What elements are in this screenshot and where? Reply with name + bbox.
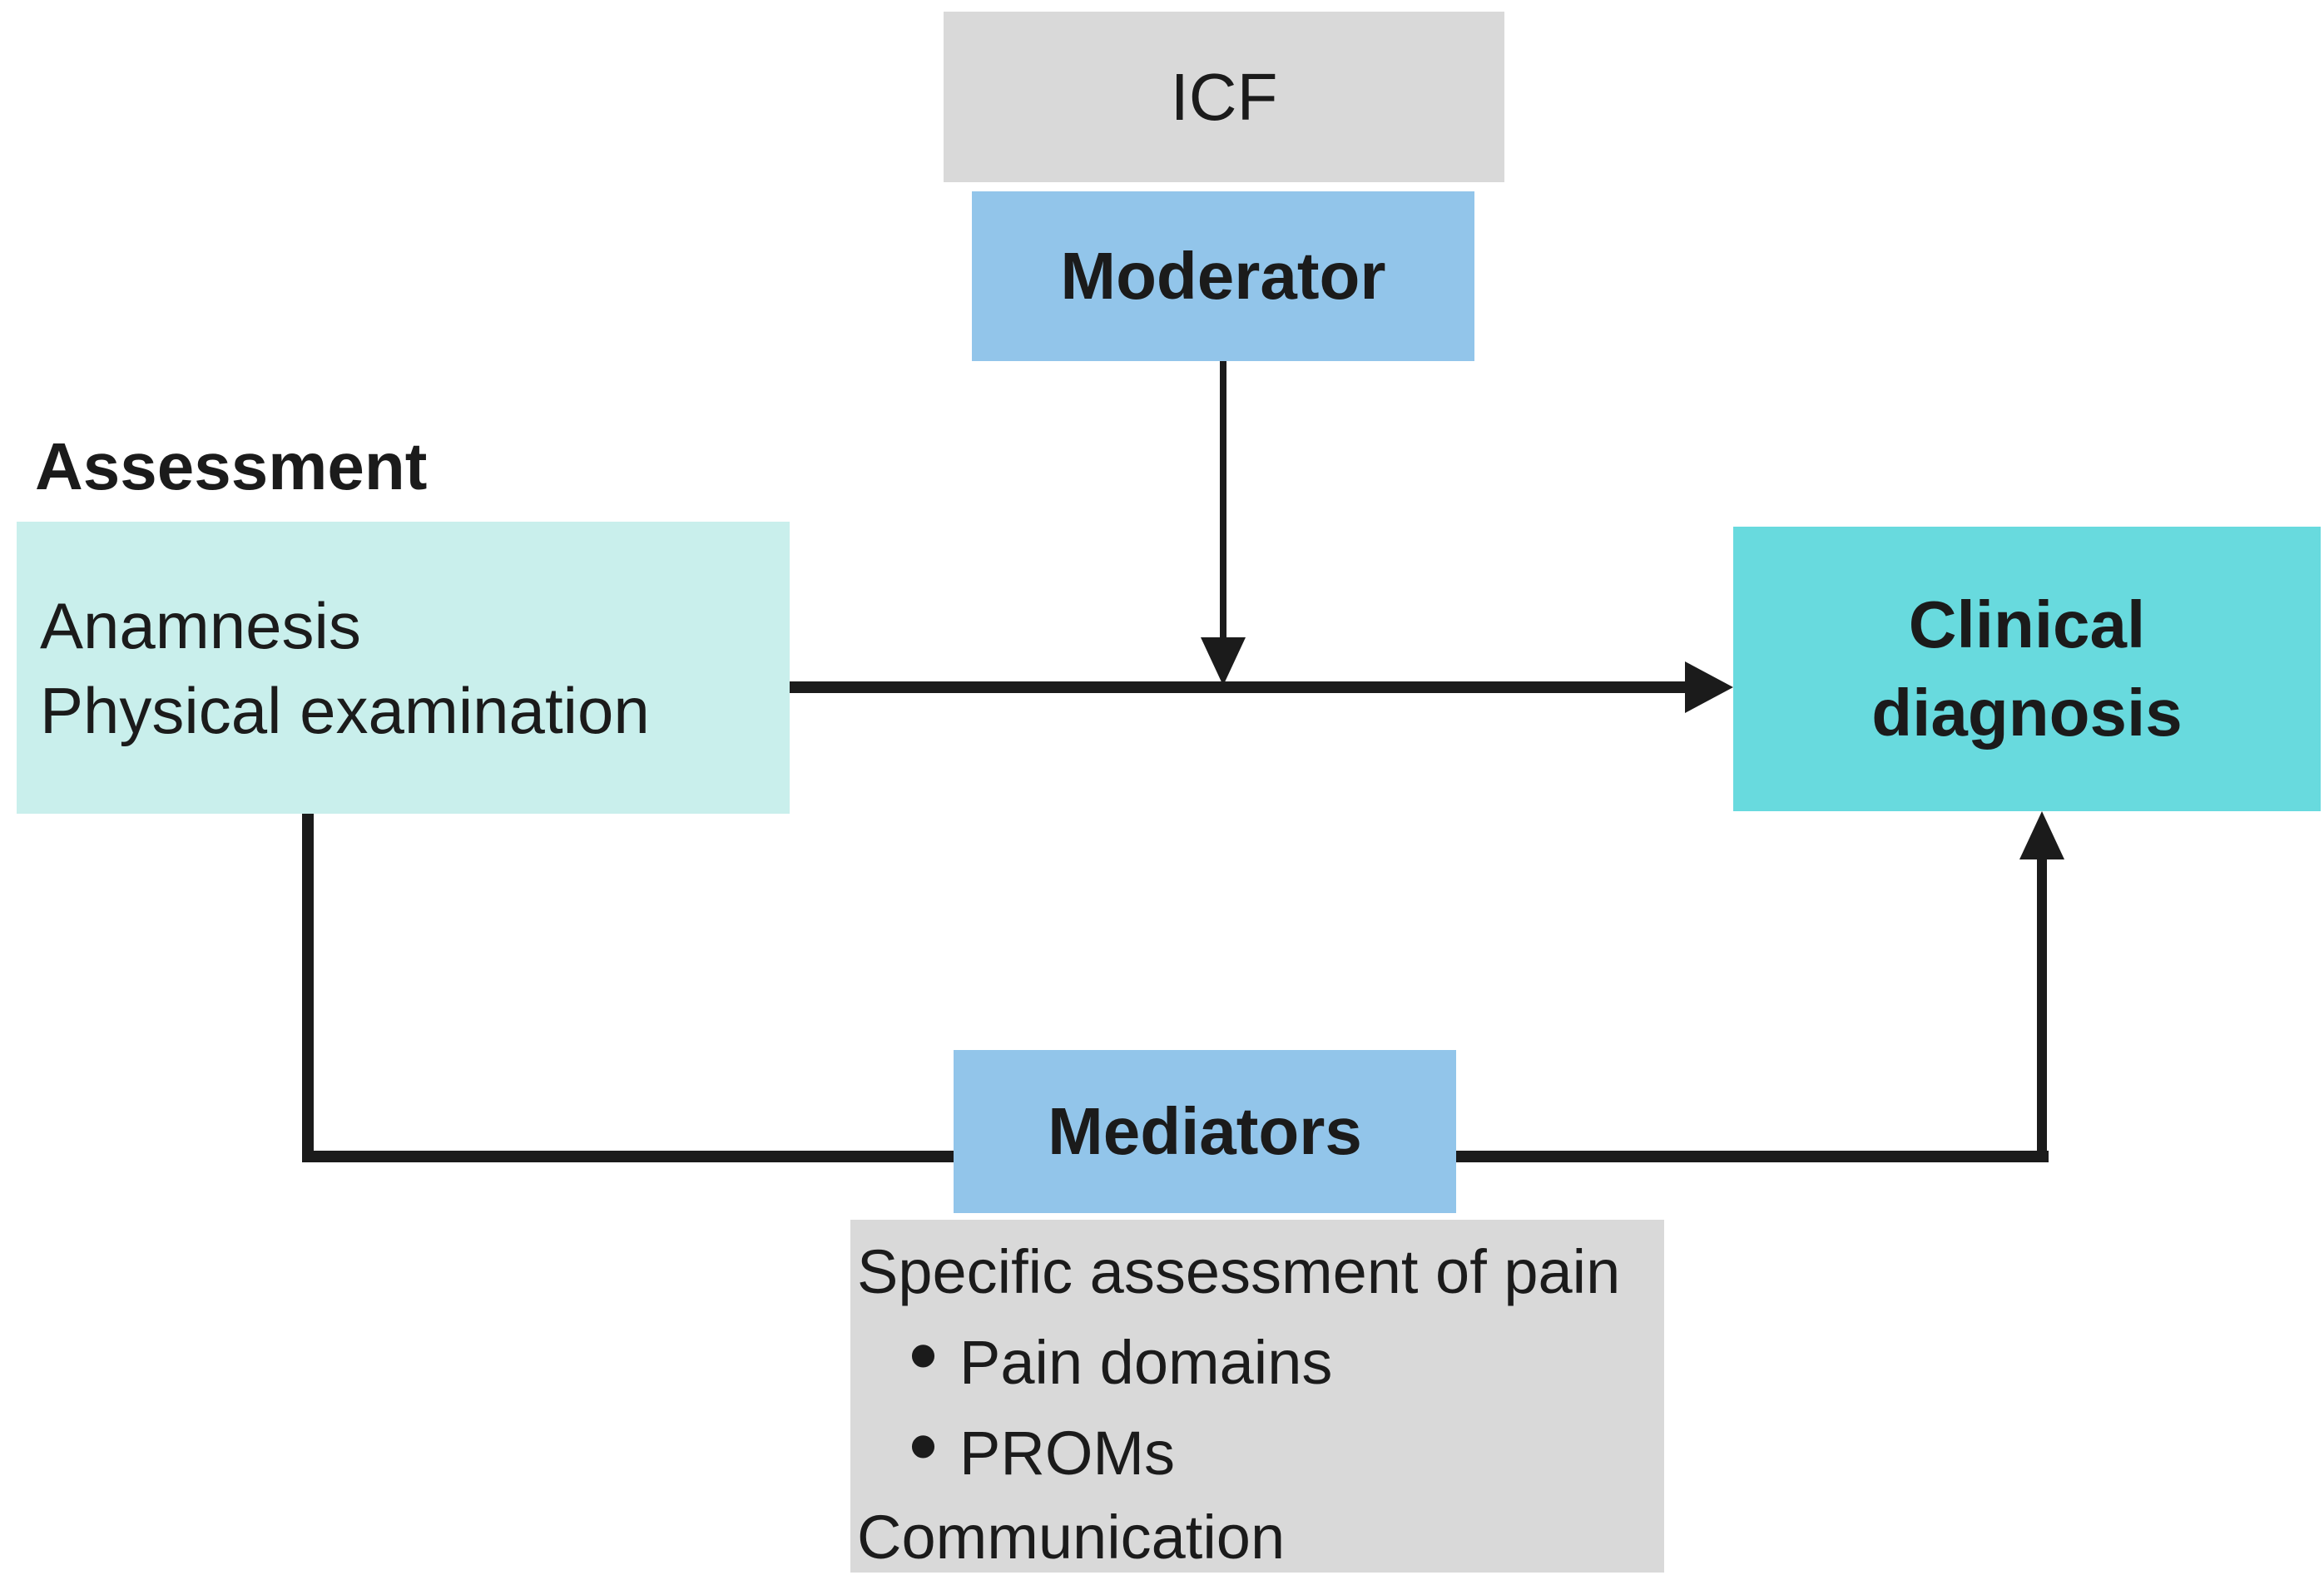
details-bullet-pain-domains: • Pain domains	[909, 1314, 1332, 1404]
assessment-line-anamnesis: Anamnesis	[40, 588, 361, 662]
clinical-diagnosis-line1: Clinical	[1908, 587, 2146, 661]
assessment-node: Anamnesis Physical examination	[17, 522, 790, 814]
assessment-to-diagnosis-arrowhead-right-icon	[1685, 661, 1733, 713]
assessment-to-mediators-line-vertical	[302, 814, 314, 1162]
icf-node: ICF	[944, 12, 1504, 182]
assessment-to-mediators-line-horizontal	[302, 1151, 954, 1162]
assessment-to-diagnosis-arrow-line	[790, 681, 1685, 693]
mediators-label: Mediators	[1048, 1094, 1362, 1168]
clinical-diagnosis-line2: diagnosis	[1871, 676, 2183, 750]
mediators-node: Mediators	[954, 1050, 1456, 1213]
assessment-heading: Assessment	[35, 429, 428, 503]
mediators-to-diagnosis-line-vertical	[2037, 855, 2047, 1162]
details-line-communication: Communication	[857, 1503, 1286, 1572]
details-bullet-proms: • PROMs	[909, 1404, 1175, 1495]
mediators-to-diagnosis-line-horizontal	[1456, 1151, 2049, 1162]
details-line-specific-assessment: Specific assessment of pain	[857, 1237, 1621, 1306]
mediators-to-diagnosis-arrowhead-up-icon	[2019, 811, 2064, 859]
assessment-line-physical-examination: Physical examination	[40, 673, 650, 747]
bullet-icon: •	[909, 1309, 939, 1402]
moderator-label: Moderator	[1060, 239, 1386, 313]
bullet-icon: •	[909, 1399, 939, 1493]
moderator-arrow-line	[1220, 361, 1226, 639]
clinical-diagnosis-node: Clinical diagnosis	[1733, 527, 2321, 811]
mediator-details-node: Specific assessment of pain • Pain domai…	[850, 1220, 1664, 1573]
details-bullet-pain-domains-label: Pain domains	[959, 1328, 1333, 1397]
details-bullet-proms-label: PROMs	[959, 1419, 1176, 1488]
moderator-arrowhead-down-icon	[1201, 637, 1246, 686]
moderator-node: Moderator	[972, 191, 1474, 361]
icf-label: ICF	[1170, 59, 1278, 134]
